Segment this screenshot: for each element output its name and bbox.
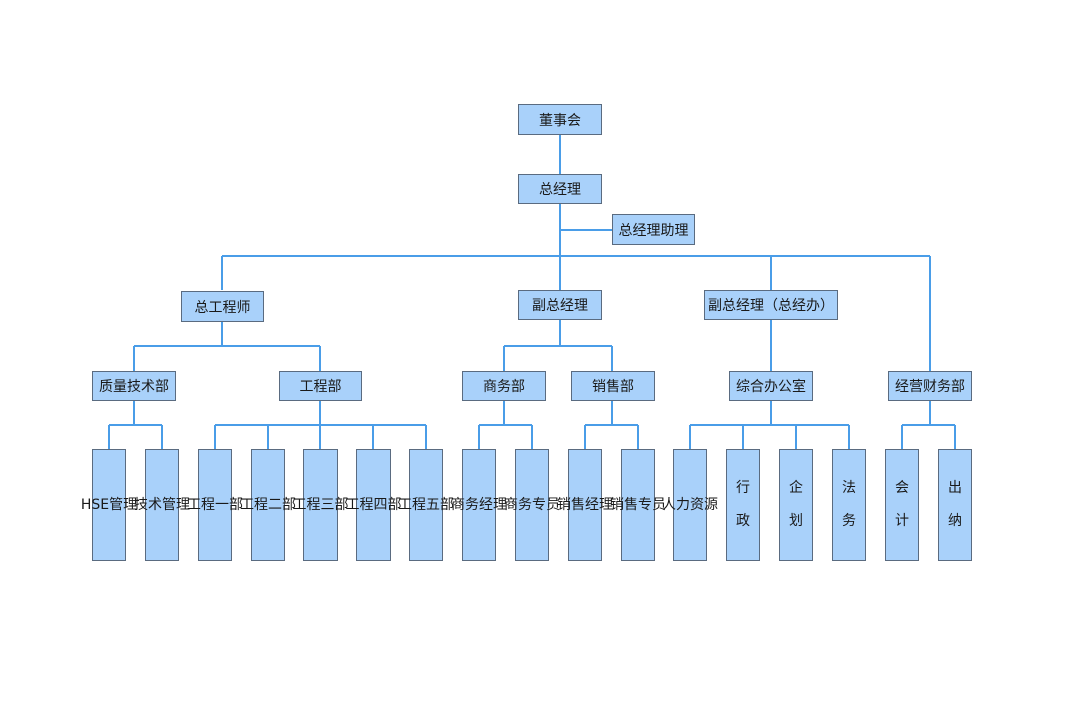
node-accounting: 会计: [885, 449, 919, 561]
node-planning: 企划: [779, 449, 813, 561]
node-hr: 人力资源: [662, 449, 718, 561]
node-eng-4: 工程四部: [346, 449, 402, 561]
node-biz-manager: 商务经理: [451, 449, 507, 561]
node-general-office: 综合办公室: [729, 371, 813, 401]
node-chief-engineer: 总工程师: [181, 291, 264, 322]
node-sales-manager: 销售经理: [557, 449, 613, 561]
node-eng-2: 工程二部: [240, 449, 296, 561]
node-sales-specialist: 销售专员: [610, 449, 666, 561]
node-biz-specialist: 商务专员: [504, 449, 560, 561]
node-deputy-gm-office: 副总经理（总经办）: [704, 290, 838, 320]
node-admin: 行政: [726, 449, 760, 561]
node-sales-dept: 销售部: [571, 371, 655, 401]
node-board: 董事会: [518, 104, 602, 135]
node-engineering-dept: 工程部: [279, 371, 362, 401]
node-business-dept: 商务部: [462, 371, 546, 401]
node-eng-3: 工程三部: [293, 449, 349, 561]
node-general-manager: 总经理: [518, 174, 602, 204]
node-eng-1: 工程一部: [187, 449, 243, 561]
node-legal: 法务: [832, 449, 866, 561]
node-eng-5: 工程五部: [398, 449, 454, 561]
node-deputy-gm: 副总经理: [518, 290, 602, 320]
node-gm-assistant: 总经理助理: [612, 214, 695, 245]
node-finance-dept: 经营财务部: [888, 371, 972, 401]
node-quality-dept: 质量技术部: [92, 371, 176, 401]
node-cashier: 出纳: [938, 449, 972, 561]
node-tech-mgmt: 技术管理: [134, 449, 190, 561]
